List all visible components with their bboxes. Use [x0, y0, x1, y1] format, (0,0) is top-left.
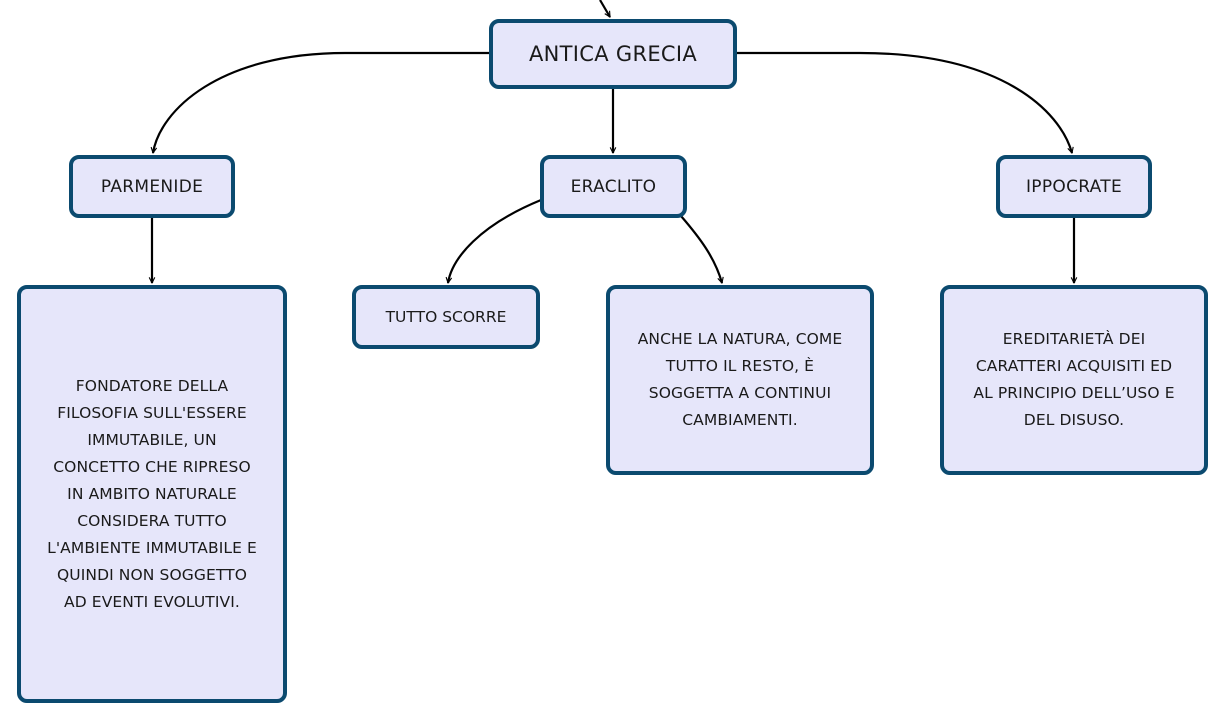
node-antica-grecia-label: ANTICA GRECIA: [528, 42, 698, 66]
node-natura-cambiamenti-label: ANCHE LA NATURA, COME TUTTO IL RESTO, È …: [637, 330, 843, 429]
node-fondatore-filosofia-label: FONDATORE DELLA FILOSOFIA SULL'ESSERE IM…: [47, 376, 257, 611]
connector-antica-ippocrate: [737, 51, 1072, 153]
node-antica-grecia[interactable]: ANTICA GRECIA: [489, 19, 737, 89]
node-fondatore-filosofia[interactable]: FONDATORE DELLA FILOSOFIA SULL'ESSERE IM…: [17, 285, 287, 703]
node-ippocrate[interactable]: IPPOCRATE: [996, 155, 1152, 218]
node-tutto-scorre-label: TUTTO SCORRE: [385, 308, 507, 326]
connector-eraclito-tutto: [448, 198, 542, 283]
connector-antica-parmenide: [153, 51, 489, 153]
node-eraclito-label: ERACLITO: [570, 176, 657, 197]
node-natura-cambiamenti[interactable]: ANCHE LA NATURA, COME TUTTO IL RESTO, È …: [606, 285, 874, 475]
node-eraclito[interactable]: ERACLITO: [540, 155, 687, 218]
node-parmenide[interactable]: PARMENIDE: [69, 155, 235, 218]
node-parmenide-label: PARMENIDE: [100, 176, 204, 197]
connector-eraclito-natura: [680, 215, 722, 283]
node-ereditarieta[interactable]: EREDITARIETÀ DEI CARATTERI ACQUISITI ED …: [940, 285, 1208, 475]
node-tutto-scorre[interactable]: TUTTO SCORRE: [352, 285, 540, 349]
connector-incoming: [599, 0, 611, 17]
node-ippocrate-label: IPPOCRATE: [1025, 176, 1123, 197]
node-ereditarieta-label: EREDITARIETÀ DEI CARATTERI ACQUISITI ED …: [973, 330, 1175, 429]
